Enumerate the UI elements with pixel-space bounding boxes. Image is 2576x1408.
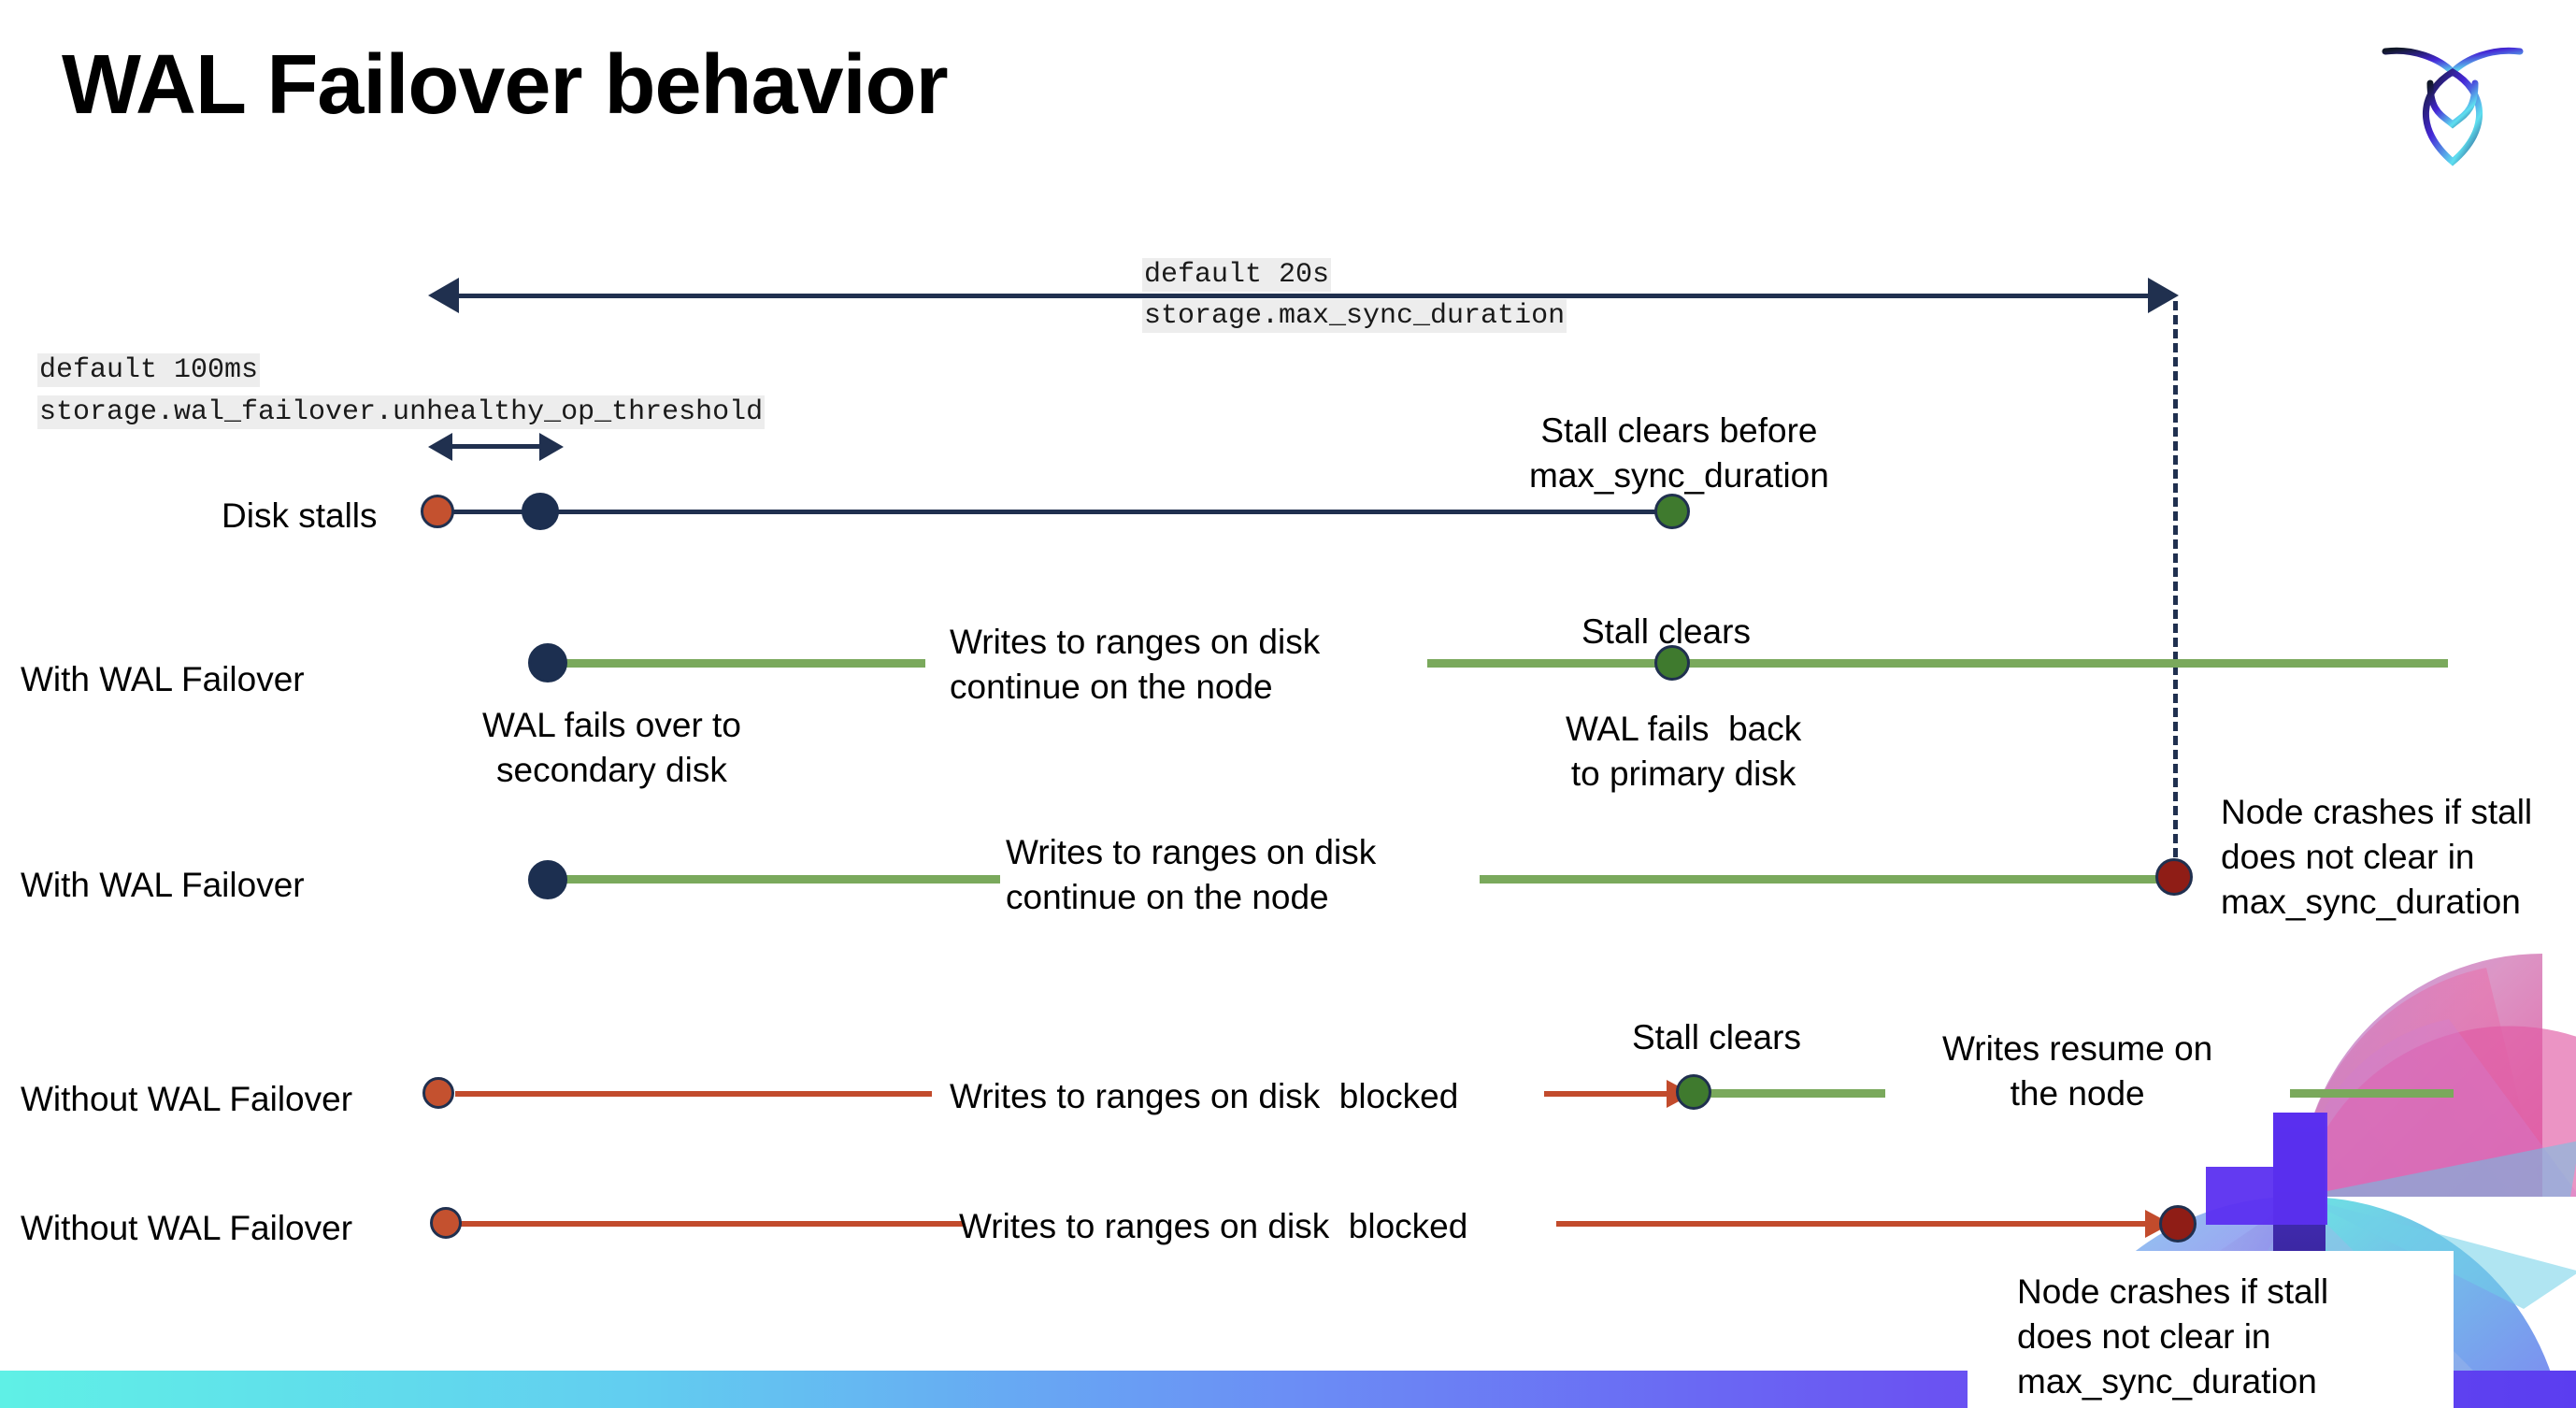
unhealthy-op-span-line: [451, 444, 553, 449]
without-wal-1-clear-dot: [1676, 1074, 1711, 1110]
annotation-stall-clears-1: Stall clears: [1581, 612, 1751, 651]
wal-failover-1-segment-left: [551, 659, 925, 668]
wal-failover-1-failover-dot: [528, 643, 567, 682]
page-title: WAL Failover behavior: [62, 38, 949, 132]
annotation-node-crashes-1: Node crashes if stall does not clear in …: [2221, 793, 2533, 922]
annotation-wal-fails-back: WAL fails back to primary disk: [1566, 710, 1802, 794]
wal-failover-1-clear-dot: [1654, 645, 1690, 681]
annotation-stall-clears-2: Stall clears: [1632, 1018, 1801, 1056]
unhealthy-op-arrow-right-head: [539, 433, 564, 461]
without-wal-1-resume-segment: [1708, 1089, 1885, 1098]
annotation-writes-blocked-1: Writes to ranges on disk blocked: [950, 1077, 1459, 1115]
wal-failover-1-segment-right: [1427, 659, 2448, 668]
annotation-wal-fails-over: WAL fails over to secondary disk: [482, 706, 741, 790]
row-label-disk-stalls: Disk stalls: [222, 496, 378, 535]
without-wal-1-blocked-left: [455, 1091, 932, 1097]
without-wal-2-start-dot: [430, 1207, 462, 1239]
unhealthy-op-arrow-left-head: [428, 433, 452, 461]
annotation-stall-clears-before: Stall clears before max_sync_duration: [1529, 411, 1829, 496]
disk-stalls-clear-dot: [1654, 494, 1690, 529]
wal-failover-2-segment-right: [1480, 875, 2171, 884]
without-wal-1-resume-segment-2: [2290, 1089, 2454, 1098]
annotation-writes-blocked-2: Writes to ranges on disk blocked: [959, 1207, 1468, 1245]
annotation-writes-continue-2: Writes to ranges on disk continue on the…: [1006, 833, 1377, 917]
disk-stalls-start-dot: [421, 495, 454, 528]
max-sync-arrow-left-head: [428, 278, 459, 313]
without-wal-1-start-dot: [422, 1077, 454, 1109]
max-sync-setting-label: storage.max_sync_duration: [1142, 299, 1567, 333]
max-sync-span-line: [457, 294, 2151, 298]
annotation-writes-resume: Writes resume on the node: [1942, 1029, 2213, 1113]
without-wal-2-blocked-left: [458, 1221, 963, 1227]
row-label-without-wal-failover-2: Without WAL Failover: [21, 1209, 353, 1247]
row-label-with-wal-failover-1: With WAL Failover: [21, 660, 305, 698]
unhealthy-op-default-label: default 100ms: [37, 353, 261, 387]
row-label-with-wal-failover-2: With WAL Failover: [21, 866, 305, 904]
disk-stalls-timeline: [439, 510, 1673, 514]
without-wal-2-crash-dot: [2159, 1205, 2197, 1243]
wal-failover-2-failover-dot: [528, 860, 567, 899]
max-sync-dashed-guide: [2173, 301, 2178, 871]
unhealthy-op-setting-label: storage.wal_failover.unhealthy_op_thresh…: [37, 395, 766, 429]
node-crash-callout-panel: [1968, 1251, 2454, 1408]
without-wal-2-blocked-right: [1556, 1221, 2154, 1227]
wal-failover-2-segment-left: [551, 875, 1000, 884]
disk-stalls-threshold-dot: [522, 493, 559, 530]
annotation-node-crashes-2: Node crashes if stall does not clear in …: [2017, 1272, 2329, 1401]
without-wal-1-blocked-right: [1544, 1091, 1670, 1097]
annotation-writes-continue-1: Writes to ranges on disk continue on the…: [950, 623, 1321, 707]
cockroachdb-logo-icon: [2382, 47, 2524, 166]
wal-failover-2-crash-dot: [2155, 858, 2193, 896]
max-sync-default-label: default 20s: [1142, 258, 1332, 292]
row-label-without-wal-failover-1: Without WAL Failover: [21, 1080, 353, 1118]
